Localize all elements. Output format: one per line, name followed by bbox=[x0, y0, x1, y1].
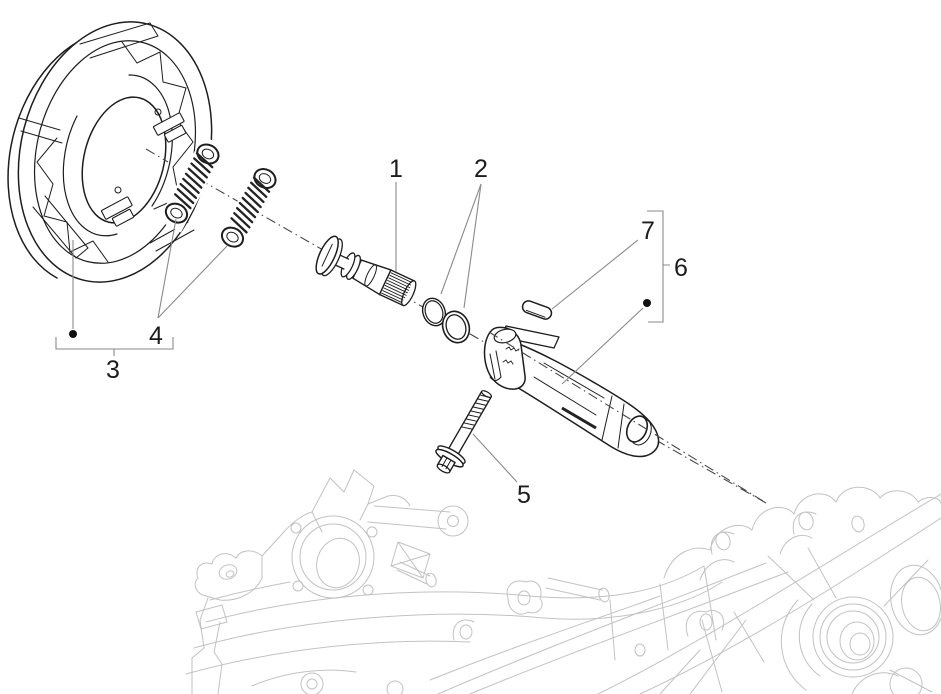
leader-line-7 bbox=[551, 239, 639, 310]
leader-line-5 bbox=[472, 433, 518, 483]
callout-bracket-6 bbox=[647, 210, 670, 323]
shoe-pivot-hole-lower bbox=[114, 186, 122, 194]
brake-lever-drawing bbox=[483, 300, 660, 458]
callout-leaders bbox=[55, 182, 670, 483]
lever-clamp-boss bbox=[483, 326, 526, 390]
shoe-rim-depth-edge bbox=[7, 31, 103, 279]
o-ring-large bbox=[441, 310, 471, 344]
engine-crankcase-background bbox=[185, 469, 941, 694]
shoe-web-arc-left bbox=[62, 115, 118, 237]
bolt-thread-lines bbox=[461, 394, 491, 430]
callout-label-4: 4 bbox=[149, 322, 163, 350]
leader-line-6-dot bbox=[561, 307, 644, 385]
callout-label-1: 1 bbox=[389, 155, 403, 183]
spring-coils bbox=[230, 176, 271, 234]
center-axis-line-segment bbox=[145, 148, 169, 163]
callout-label-2: 2 bbox=[474, 155, 488, 183]
shoe-truss-ribs-lower bbox=[36, 137, 109, 263]
spline-teeth-lines bbox=[381, 272, 412, 303]
clamp-serrations bbox=[502, 359, 514, 365]
clamp-serrations bbox=[505, 346, 520, 352]
shoe-bottom-flat bbox=[32, 195, 89, 259]
lever-arm-edges bbox=[533, 362, 625, 449]
leader-line-2a bbox=[440, 183, 482, 295]
clamp-slot bbox=[489, 350, 502, 381]
brake-camshaft-drawing bbox=[312, 233, 422, 314]
key-pin-drawing bbox=[521, 300, 553, 320]
lever-eye-hole bbox=[625, 415, 649, 443]
callout-dot-6 bbox=[643, 299, 651, 307]
o-ring-small bbox=[421, 297, 447, 327]
leader-line-4b bbox=[157, 245, 228, 319]
center-axis-line-segment bbox=[488, 331, 764, 502]
shoe-pivot-hole-upper bbox=[154, 108, 162, 116]
shoe-truss-ribs-upper bbox=[121, 41, 194, 210]
callout-bracket-3 bbox=[55, 337, 174, 356]
bolt-shank bbox=[446, 390, 492, 458]
shoe-center-opening bbox=[81, 96, 167, 224]
flange-bolt-drawing bbox=[427, 382, 504, 479]
leader-line-4a bbox=[157, 218, 177, 319]
callout-label-5: 5 bbox=[517, 481, 531, 509]
callout-label-6: 6 bbox=[674, 254, 688, 282]
lever-slot bbox=[561, 406, 597, 430]
leader-line-2b bbox=[463, 183, 482, 309]
callout-label-7: 7 bbox=[641, 217, 655, 245]
callout-labels: 1 2 3 4 5 6 7 bbox=[106, 155, 688, 509]
return-spring-left bbox=[157, 135, 226, 233]
shoe-gap-left bbox=[18, 117, 63, 144]
spring-coils bbox=[174, 152, 214, 210]
shoe-anchor-tab-lower bbox=[100, 196, 135, 227]
return-spring-right bbox=[213, 159, 284, 257]
callout-label-3: 3 bbox=[106, 356, 120, 384]
shoe-anchor-tab-upper bbox=[152, 112, 187, 143]
shoe-top-flat bbox=[79, 22, 159, 59]
callout-dot-3 bbox=[69, 330, 77, 338]
